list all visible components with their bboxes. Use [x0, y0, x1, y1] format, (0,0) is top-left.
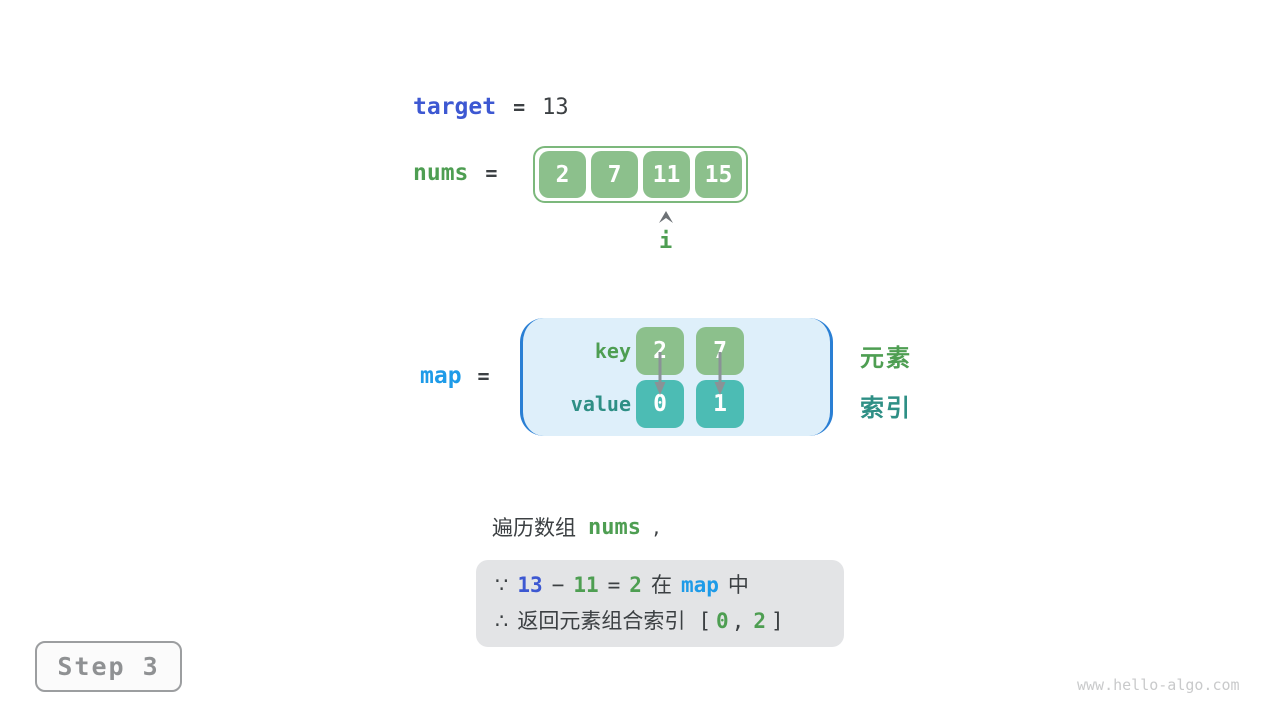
map-assignment: map = — [420, 363, 490, 389]
caption-comma: , — [652, 515, 660, 539]
left-bracket: [ — [698, 609, 712, 633]
map-container: key value 2 7 0 1 — [520, 318, 833, 436]
map-equals-sign: = — [477, 364, 490, 388]
map-key-row-label: key — [594, 339, 631, 363]
return-text: 返回元素组合索引 — [517, 609, 686, 633]
difference-value: 2 — [629, 573, 642, 597]
caption-line: 遍历数组 nums , — [492, 512, 660, 542]
result-index-2: 2 — [753, 609, 766, 633]
conclusion-line-2: ∴ 返回元素组合索引 [ 0 , 2 ] — [495, 605, 825, 638]
index-pointer-up-icon — [659, 211, 673, 223]
target-equals-sign: = — [513, 95, 526, 119]
nums-array: 2 7 11 15 — [533, 146, 748, 203]
index-pointer-label: i — [659, 229, 673, 254]
comma: , — [731, 609, 745, 633]
element-side-label: 元素 — [860, 344, 912, 372]
array-cell-1: 7 — [591, 151, 638, 198]
nums-label: nums — [413, 160, 469, 186]
nums-assignment: nums = — [413, 160, 497, 186]
key-to-value-arrow-icon — [654, 352, 666, 395]
within-text: 中 — [727, 573, 749, 597]
array-cell-0: 2 — [539, 151, 586, 198]
minuend-value: 13 — [517, 573, 543, 597]
map-value-cell-0: 0 — [636, 380, 684, 428]
because-symbol: ∵ — [495, 573, 509, 597]
minus-sign: − — [551, 573, 565, 597]
key-to-value-arrow-icon — [714, 352, 726, 395]
conclusion-line-1: ∵ 13 − 11 = 2 在 map 中 — [495, 569, 825, 602]
array-cell-3: 15 — [695, 151, 742, 198]
array-cell-2: 11 — [643, 151, 690, 198]
equals-sign: = — [607, 573, 621, 597]
map-label: map — [420, 363, 462, 389]
in-text: 在 — [650, 573, 672, 597]
target-value: 13 — [542, 94, 569, 120]
subtrahend-value: 11 — [573, 573, 599, 597]
target-assignment: target = 13 — [413, 94, 569, 120]
step-badge: Step 3 — [35, 641, 182, 692]
map-ref: map — [680, 573, 719, 597]
map-value-row-label: value — [570, 392, 631, 416]
watermark: www.hello-algo.com — [1077, 676, 1240, 694]
caption-prefix: 遍历数组 — [492, 516, 576, 540]
target-label: target — [413, 94, 497, 120]
caption-nums-ref: nums — [588, 514, 641, 540]
therefore-symbol: ∴ — [495, 609, 509, 633]
nums-equals-sign: = — [485, 161, 498, 185]
right-bracket: ] — [771, 609, 784, 633]
map-value-cell-1: 1 — [696, 380, 744, 428]
index-side-label: 索引 — [860, 394, 912, 422]
conclusion-box: ∵ 13 − 11 = 2 在 map 中 ∴ 返回元素组合索引 [ 0 , 2… — [476, 560, 844, 647]
result-index-1: 0 — [716, 609, 729, 633]
